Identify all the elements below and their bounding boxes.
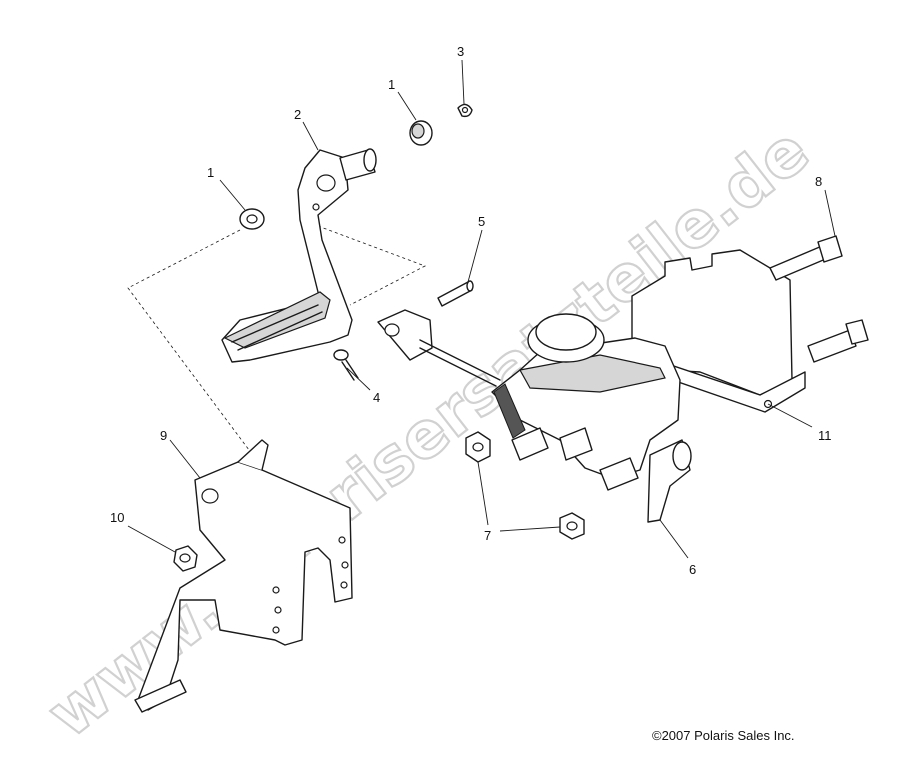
callout-1-left: 1 xyxy=(207,165,214,180)
callout-6: 6 xyxy=(689,562,696,577)
callout-2: 2 xyxy=(294,107,301,122)
part-1-bushing-top xyxy=(409,120,433,146)
callout-9: 9 xyxy=(160,428,167,443)
callout-3: 3 xyxy=(457,44,464,59)
leader-lines xyxy=(127,59,836,559)
part-9-pedal-bracket xyxy=(134,439,353,713)
watermark-text: www.polarisersatzteile.de xyxy=(34,114,823,753)
part-11-mounting-plate xyxy=(631,249,806,413)
part-8-bolts xyxy=(769,235,869,363)
part-4-cotter-pin xyxy=(333,349,359,381)
callout-labels: 1 1 2 3 4 5 6 7 8 9 10 11 xyxy=(110,44,832,577)
part-7-nuts xyxy=(465,431,585,540)
part-6-fitting xyxy=(647,439,692,523)
part-5-pin xyxy=(437,280,474,307)
callout-1-top: 1 xyxy=(388,77,395,92)
part-2-brake-pedal xyxy=(221,148,377,363)
callout-4: 4 xyxy=(373,390,380,405)
assembly-guide-lines xyxy=(127,225,426,459)
callout-10: 10 xyxy=(110,510,124,525)
master-cylinder-assembly xyxy=(377,309,681,491)
callout-7: 7 xyxy=(484,528,491,543)
callout-5: 5 xyxy=(478,214,485,229)
callout-11: 11 xyxy=(818,428,832,443)
part-1-nut-left xyxy=(239,208,265,230)
part-3-clip xyxy=(457,103,473,118)
callout-8: 8 xyxy=(815,174,822,189)
part-10-nut xyxy=(173,545,198,572)
copyright-notice: ©2007 Polaris Sales Inc. xyxy=(652,728,795,743)
